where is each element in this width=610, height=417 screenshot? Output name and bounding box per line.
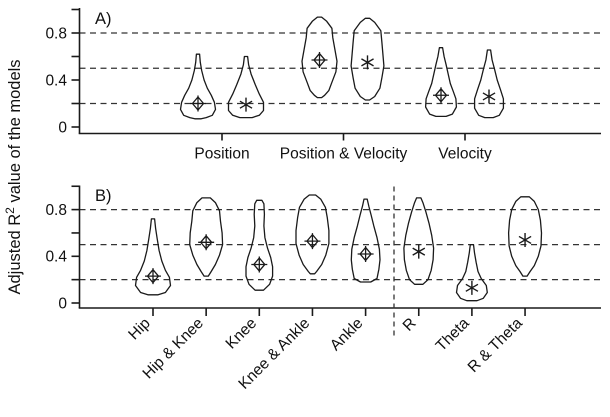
y-tick-label-0.8: 0.8 [45,202,67,219]
y-axis-title-suffix: value of the models [6,59,24,207]
y-tick-label-0.4: 0.4 [45,249,67,266]
violin-hip-and-knee [189,197,224,277]
x-category-label: Position & Velocity [280,146,408,163]
asterisk-glyph [518,232,532,247]
asterisk-glyph [361,55,374,70]
diamond-plus-glyph [251,256,268,273]
x-category-label: R [400,315,420,335]
violin-position [179,53,217,120]
panel-label: A) [95,10,112,28]
violin-velocity [473,49,505,119]
diamond-plus-glyph [145,268,161,285]
violin-r-and-theta [507,196,543,277]
violin-knee [245,199,274,291]
panel-label: B) [95,187,112,205]
x-category-label: Ankle [327,315,366,354]
asterisk-glyph [465,280,479,295]
x-category-label: Velocity [438,146,492,163]
y-tick-label-0: 0 [58,119,67,136]
violin-hip [134,218,172,296]
x-category-label: Knee [223,315,261,353]
marker-diamond-plus [145,268,161,285]
violin-knee-and-ankle [295,194,330,275]
violin-position-and-velocity [350,17,385,101]
marker-asterisk [482,89,496,104]
marker-diamond-plus [251,256,268,273]
marker-asterisk [518,232,532,247]
marker-asterisk [465,280,479,295]
x-category-label: Hip [125,315,153,343]
x-category-label: Position [194,146,249,163]
violin-velocity [424,47,458,118]
marker-asterisk [412,244,426,259]
diamond-plus-glyph [433,87,449,104]
diamond-plus-glyph [304,233,321,250]
marker-asterisk [239,97,253,112]
marker-diamond-plus [357,245,374,262]
marker-asterisk [361,55,374,70]
asterisk-glyph [412,244,426,259]
marker-diamond-plus [304,233,321,250]
y-axis-title-sup: 2 [3,207,17,214]
marker-diamond-plus [198,234,215,251]
asterisk-glyph [482,89,496,104]
violin-position-and-velocity [301,16,338,99]
marker-diamond-plus [190,95,206,112]
violin-theta [455,243,488,302]
y-axis-title: Adjusted R2 value of the models [3,59,24,294]
violin-r [403,197,435,285]
violin-position [227,55,265,119]
diamond-plus-glyph [198,234,215,251]
x-category-label: Theta [433,315,473,355]
violin-ankle [350,198,381,283]
marker-diamond-plus [433,87,449,104]
asterisk-glyph [239,97,253,112]
marker-diamond-plus [311,52,328,69]
diamond-plus-glyph [357,245,374,262]
y-tick-label-0.4: 0.4 [45,72,67,89]
y-tick-label-0: 0 [58,295,67,312]
diamond-plus-glyph [190,95,206,112]
diamond-plus-glyph [311,52,328,69]
y-tick-label-0.8: 0.8 [45,25,67,42]
x-category-label: R & Theta [465,315,526,376]
